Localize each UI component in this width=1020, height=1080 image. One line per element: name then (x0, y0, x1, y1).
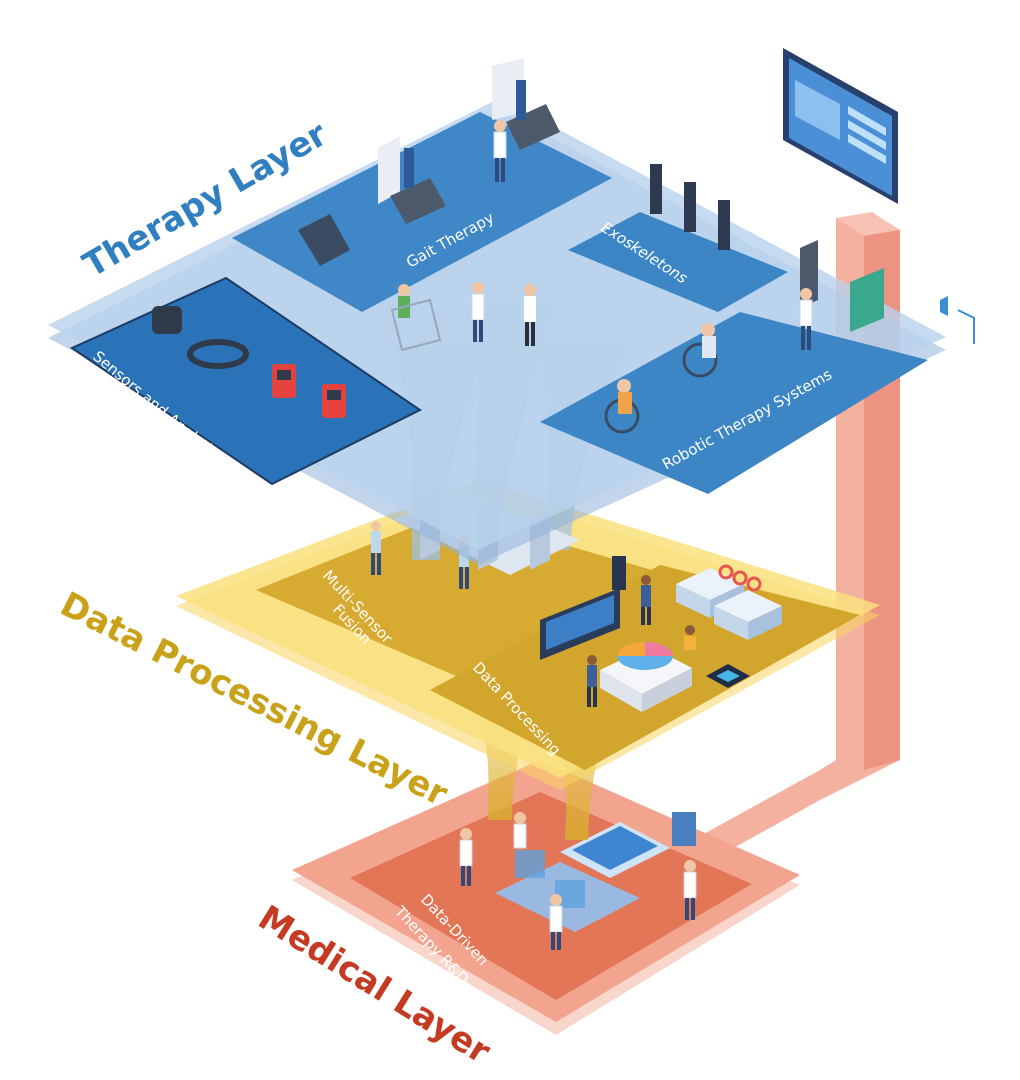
sensor-devices (152, 306, 346, 418)
patient-walker (390, 284, 442, 352)
analyst-figure (587, 655, 597, 707)
data-processing-layer: Multi-Sensor Fusion Data Processing (176, 480, 880, 790)
analyst-figure (641, 575, 651, 625)
doctor-figure (513, 812, 527, 849)
medical-layer: Data-Driven Therapy R&D (292, 760, 800, 1035)
clinician-figure (524, 284, 536, 346)
analyst-figure (684, 625, 696, 650)
exoskeletons-zone (568, 212, 788, 312)
wheelchair-patient (604, 379, 640, 434)
clinician-figure (471, 282, 485, 342)
doctor-figure (459, 828, 473, 886)
exoskeleton-units (650, 164, 730, 250)
multi-sensor-fusion-zone (256, 512, 680, 676)
pie-chart-plinth (600, 642, 692, 712)
robotic-therapy-zone (540, 312, 928, 494)
monitor-screen (783, 48, 898, 204)
doctor-figure (683, 860, 697, 920)
treadmill-harness (492, 58, 560, 150)
treadmill-harness (378, 136, 446, 224)
clinician-figure (799, 288, 813, 350)
engineer-figure (371, 521, 381, 575)
therapy-layer: Gait Therapy Exoskeletons Sensors and An… (48, 58, 946, 565)
clinician-figure (493, 120, 507, 182)
doctor-figure (549, 894, 563, 950)
dashboard-board (540, 556, 626, 660)
server-racks (676, 568, 782, 640)
wheelchair-patient (682, 323, 718, 378)
